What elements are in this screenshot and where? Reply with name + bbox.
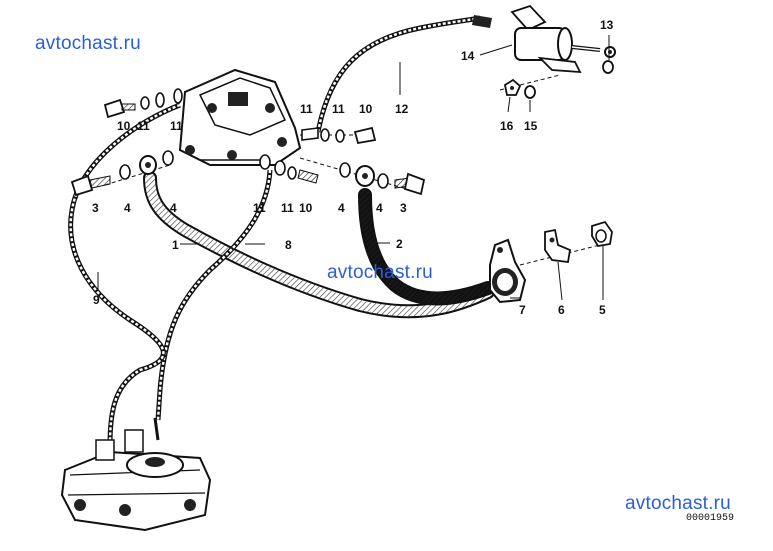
label-part-2: 2 [396, 237, 403, 251]
label-part-1: 1 [172, 238, 179, 252]
label-part-13: 13 [600, 18, 614, 32]
watermark-center: avtochast.ru [327, 262, 433, 283]
clamp-7 [489, 238, 527, 304]
hose-2 [358, 188, 495, 306]
banjo-bolt-3-left [70, 174, 111, 197]
label-part-14: 14 [461, 49, 475, 63]
label-part-3-left: 3 [92, 201, 99, 215]
washer-4-left-a [119, 164, 131, 180]
clamp-6 [544, 228, 572, 264]
watermark-top-left: avtochast.ru [35, 33, 141, 54]
label-part-16: 16 [500, 119, 514, 133]
line-9 [68, 102, 181, 446]
clamp-5 [591, 220, 613, 247]
label-part-12: 12 [395, 102, 409, 116]
bolt-10-right [301, 126, 377, 145]
label-part-11-a: 11 [137, 119, 150, 133]
label-part-8: 8 [285, 238, 292, 252]
label-part-10-left: 10 [117, 119, 131, 133]
upper-valve-block [178, 68, 302, 166]
washer-11-left-b [155, 92, 165, 108]
label-part-3-right: 3 [400, 201, 407, 215]
label-part-4-d: 4 [376, 201, 383, 215]
banjo-bolt-10-left [103, 98, 136, 119]
label-part-6: 6 [558, 303, 565, 317]
label-part-10-right: 10 [359, 102, 373, 116]
label-part-11-e: 11 [300, 102, 313, 116]
banjo-right [339, 162, 426, 196]
watermark-bottom-right: avtochast.ru [625, 493, 731, 514]
fitting-mid [259, 154, 319, 184]
label-part-5: 5 [599, 303, 606, 317]
label-part-11-b: 11 [170, 119, 183, 133]
lower-valve-block [60, 417, 212, 532]
label-part-10-mid: 10 [299, 201, 313, 215]
hose-1 [143, 171, 495, 319]
banjo-fitting-left [139, 155, 157, 175]
nut-16 [503, 78, 522, 96]
label-part-4-a: 4 [124, 201, 131, 215]
washer-11-left-a [140, 96, 150, 110]
washer-13 [602, 60, 614, 74]
label-part-11-f: 11 [332, 102, 345, 116]
washer-15 [524, 85, 536, 99]
label-part-11-d: 11 [281, 201, 294, 215]
label-part-4-c: 4 [338, 201, 345, 215]
part-labels: 1 2 3 3 4 4 4 4 5 6 7 8 9 10 10 10 11 11… [92, 18, 614, 317]
label-part-7: 7 [519, 303, 526, 317]
washer-4-left-b [162, 150, 174, 166]
line-12 [315, 15, 481, 133]
diagram-code: 00001959 [686, 513, 735, 524]
leader-lines [97, 35, 610, 301]
label-part-9: 9 [93, 293, 100, 307]
label-part-11-c: 11 [253, 201, 266, 215]
washer-11-left-c [173, 88, 183, 104]
label-part-15: 15 [524, 119, 538, 133]
label-part-4-b: 4 [170, 201, 177, 215]
actuator-14 [472, 4, 616, 74]
